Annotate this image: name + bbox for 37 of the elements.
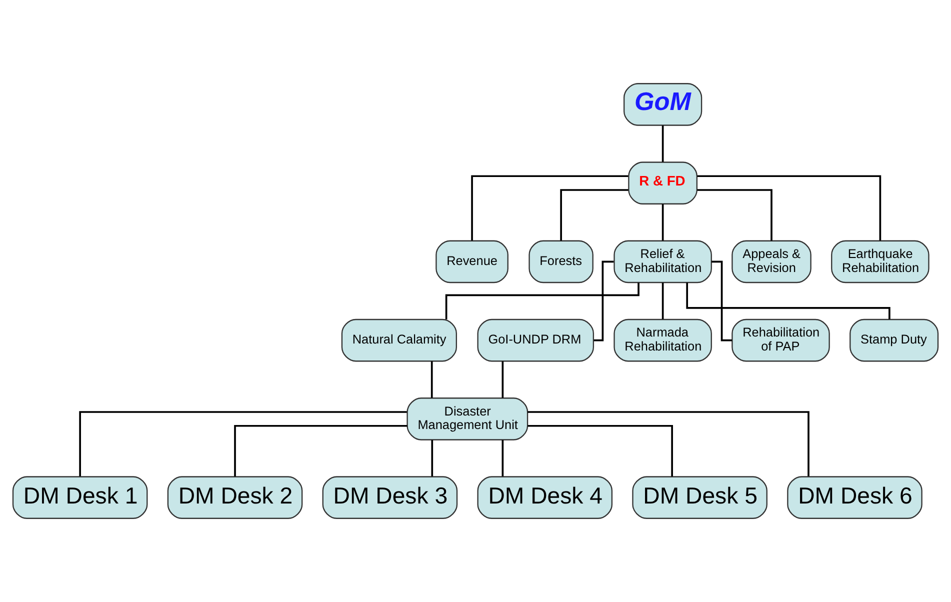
- node-box: Natural Calamity: [341, 318, 457, 362]
- connector: [697, 175, 882, 241]
- connector: [528, 424, 673, 476]
- node-box: Rehabilitation of PAP: [732, 318, 830, 362]
- node-box: Disaster Management Unit: [406, 398, 528, 440]
- node-box: Relief & Rehabilitation: [614, 240, 712, 284]
- connector: [662, 126, 664, 162]
- node-box: Appeals & Revision: [732, 240, 812, 284]
- connector: [234, 424, 408, 476]
- node-box: DM Desk 1: [12, 476, 148, 519]
- node-box: DM Desk 3: [322, 476, 458, 519]
- node-box: GoM: [624, 83, 702, 126]
- connector: [431, 440, 434, 476]
- connector: [471, 175, 628, 241]
- node-box: DM Desk 5: [632, 476, 768, 519]
- connector: [502, 361, 504, 398]
- connector: [697, 189, 772, 241]
- node-box: Revenue: [436, 240, 508, 284]
- connector: [430, 361, 433, 398]
- node-box: Narmada Rehabilitation: [614, 318, 712, 362]
- connector: [686, 282, 890, 320]
- connector: [79, 411, 407, 476]
- connector: [560, 189, 628, 241]
- connector: [594, 260, 614, 342]
- connector: [502, 440, 504, 476]
- node-box: Forests: [528, 240, 594, 284]
- node-box: GoI-UNDP DRM: [477, 318, 594, 362]
- connector: [662, 282, 664, 320]
- node-box: DM Desk 4: [477, 476, 613, 519]
- node-box: DM Desk 6: [787, 476, 922, 519]
- node-box: Stamp Duty: [850, 318, 939, 362]
- connector: [528, 411, 810, 476]
- connector: [662, 204, 664, 241]
- node-box: R & FD: [628, 162, 698, 204]
- node-box: Earthquake Rehabilitation: [831, 240, 930, 284]
- connector: [712, 260, 732, 342]
- node-box: DM Desk 2: [167, 476, 303, 519]
